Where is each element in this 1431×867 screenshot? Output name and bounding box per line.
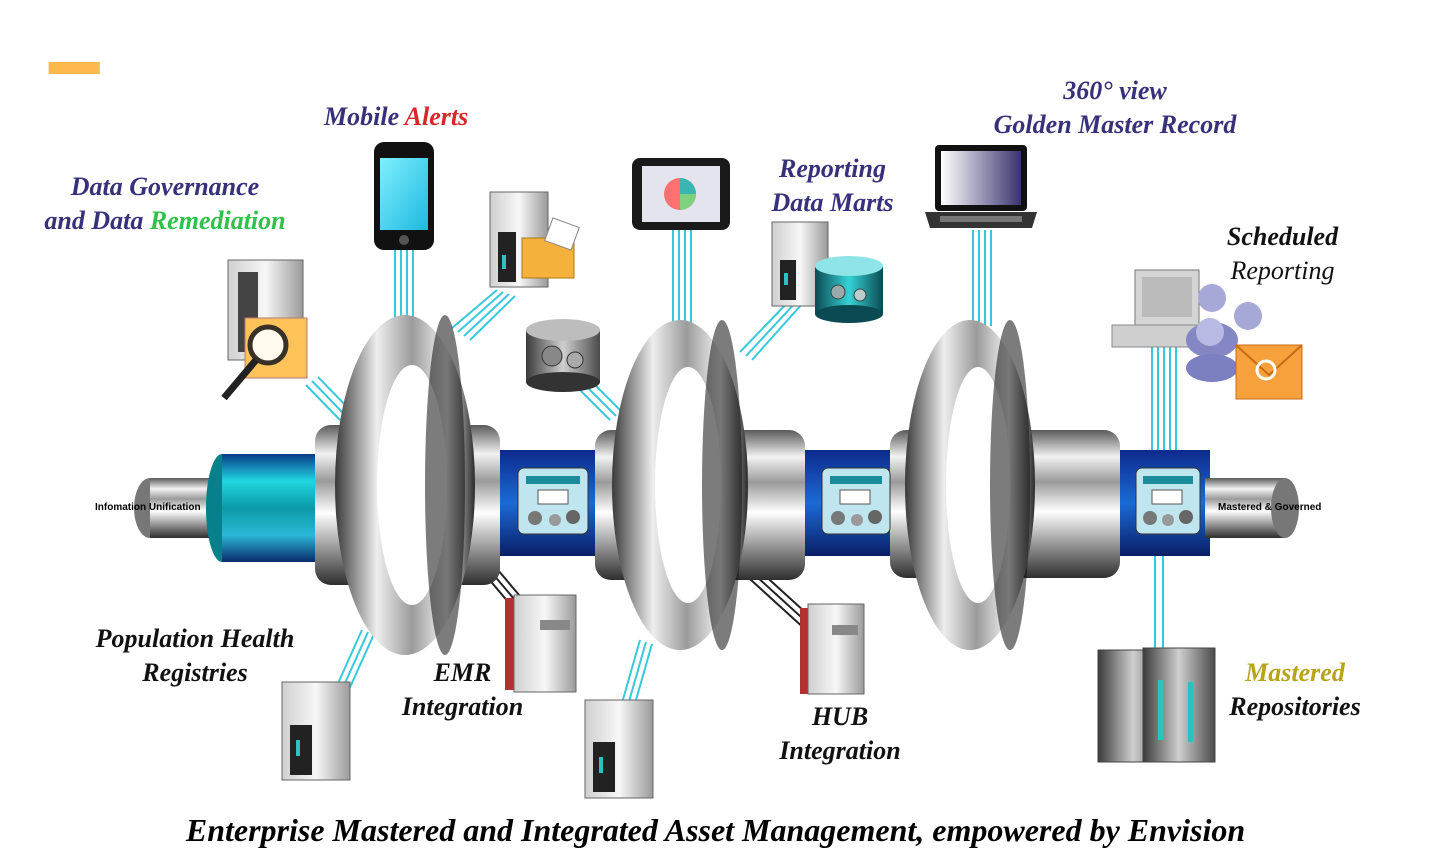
- integration-windows: [517, 467, 1201, 535]
- hub-integration-label: HUB Integration: [760, 700, 920, 768]
- golden-master-label: 360° view Golden Master Record: [965, 74, 1265, 142]
- hub-line1: HUB: [811, 702, 869, 731]
- footer-title: Enterprise Mastered and Integrated Asset…: [185, 812, 1246, 848]
- ring-1: [335, 315, 475, 655]
- population-health-label: Population Health Registries: [70, 622, 320, 690]
- hub-integration-server-icon: [800, 603, 865, 695]
- scheduled-reporting-label: Scheduled Reporting: [1205, 220, 1360, 288]
- integration-window-1: [517, 467, 589, 535]
- reporting-text: Reporting: [1230, 256, 1335, 285]
- mobile-phone-icon: [374, 142, 434, 250]
- alerts-text: Alerts: [404, 102, 469, 131]
- reporting-monitor-icon: [632, 158, 730, 230]
- integration-window-3: [1135, 467, 1201, 535]
- emr-server-icon: [505, 594, 577, 693]
- reporting-line1: Reporting: [779, 154, 886, 183]
- hub-line2: Integration: [779, 736, 901, 765]
- shaft-left-label: Infomation Unification: [95, 502, 201, 513]
- email-envelope-icon: [1235, 344, 1303, 400]
- golden-master-text: Golden Master Record: [993, 110, 1237, 139]
- mobile-alerts-label: Mobile Alerts: [324, 100, 468, 134]
- population-line2: Registries: [142, 658, 248, 687]
- ring-2: [612, 320, 748, 650]
- data-governance-label: Data Governance and Data Remediation: [20, 170, 310, 238]
- alerts-server-icon: [489, 191, 580, 288]
- emr-integration-label: EMR Integration: [380, 656, 545, 724]
- ring-3: [905, 320, 1035, 650]
- gear-database-icon: [526, 319, 600, 392]
- reporting-data-marts-label: Reporting Data Marts: [750, 152, 915, 220]
- emr-line2: Integration: [401, 692, 524, 721]
- integration-window-2: [821, 467, 891, 535]
- mobile-text: Mobile: [324, 102, 400, 131]
- emr-line1: EMR: [433, 658, 492, 687]
- population-line1: Population Health: [95, 624, 295, 653]
- shaft-right-label: Mastered & Governed: [1218, 502, 1322, 513]
- remediation-text: Remediation: [149, 206, 286, 235]
- data-governance-line2: and Data Remediation: [20, 204, 310, 238]
- mastered-repositories-label: Mastered Repositories: [1215, 656, 1375, 724]
- population-health-server-icon: [281, 681, 351, 781]
- users-group-icon: [1186, 284, 1262, 382]
- governance-server-icon: [48, 62, 308, 401]
- laptop-icon: [925, 145, 1037, 228]
- hub-server-bottom-icon: [584, 699, 654, 799]
- data-mart-database-icon: [815, 256, 883, 323]
- repositories-text: Repositories: [1229, 692, 1361, 721]
- data-governance-line1: Data Governance: [70, 172, 260, 201]
- mastered-text: Mastered: [1245, 658, 1345, 687]
- scheduled-text: Scheduled: [1226, 222, 1339, 251]
- mastered-repositories-icon: [1097, 647, 1216, 763]
- view-360-text: 360° view: [1063, 76, 1167, 105]
- data-governance-and-data: and Data: [44, 206, 144, 235]
- reporting-line2: Data Marts: [771, 188, 894, 217]
